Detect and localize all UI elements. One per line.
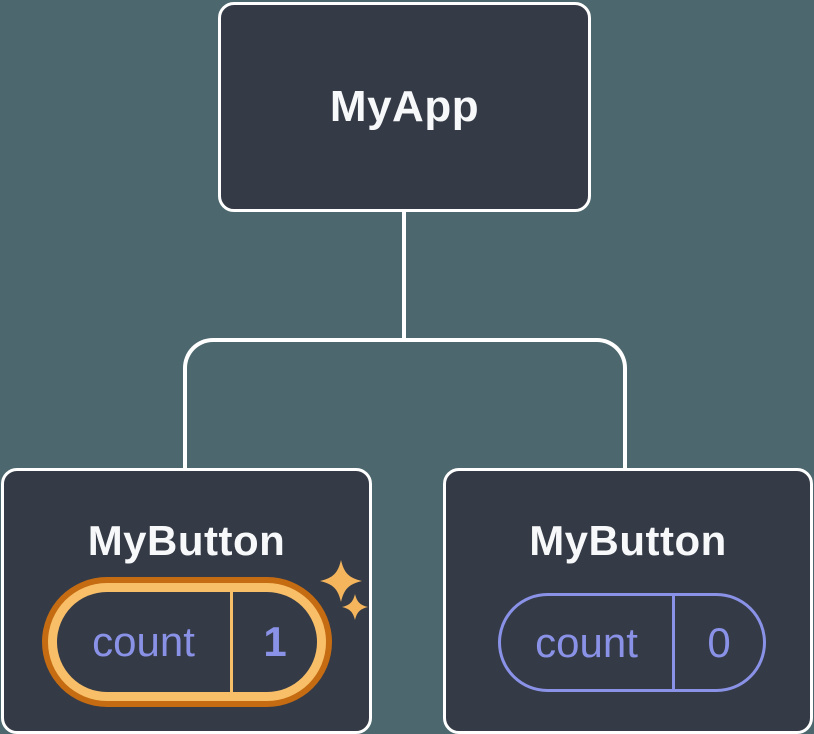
state-value: 0	[707, 618, 731, 666]
state-pill-gold-ring: count 1	[48, 583, 326, 701]
state-pill-plain: count 0	[498, 593, 766, 692]
state-name: count	[92, 618, 195, 665]
node-myapp-label: MyApp	[329, 82, 480, 131]
node-mybutton-highlighted: MyButton count 1	[1, 468, 372, 734]
state-pill-divider	[230, 592, 233, 692]
state-name: count	[535, 618, 638, 666]
node-myapp: MyApp	[218, 2, 591, 212]
node-mybutton-label: MyButton	[529, 517, 727, 564]
node-mybutton-plain: MyButton count 0	[443, 468, 813, 734]
state-pill-body: count 1	[57, 592, 317, 692]
state-pill-highlighted: count 1	[42, 577, 332, 707]
connector-stem	[402, 212, 406, 342]
state-pill-divider	[672, 596, 675, 689]
connector-bracket	[183, 338, 627, 469]
state-value: 1	[263, 618, 287, 665]
node-mybutton-label: MyButton	[87, 517, 286, 564]
